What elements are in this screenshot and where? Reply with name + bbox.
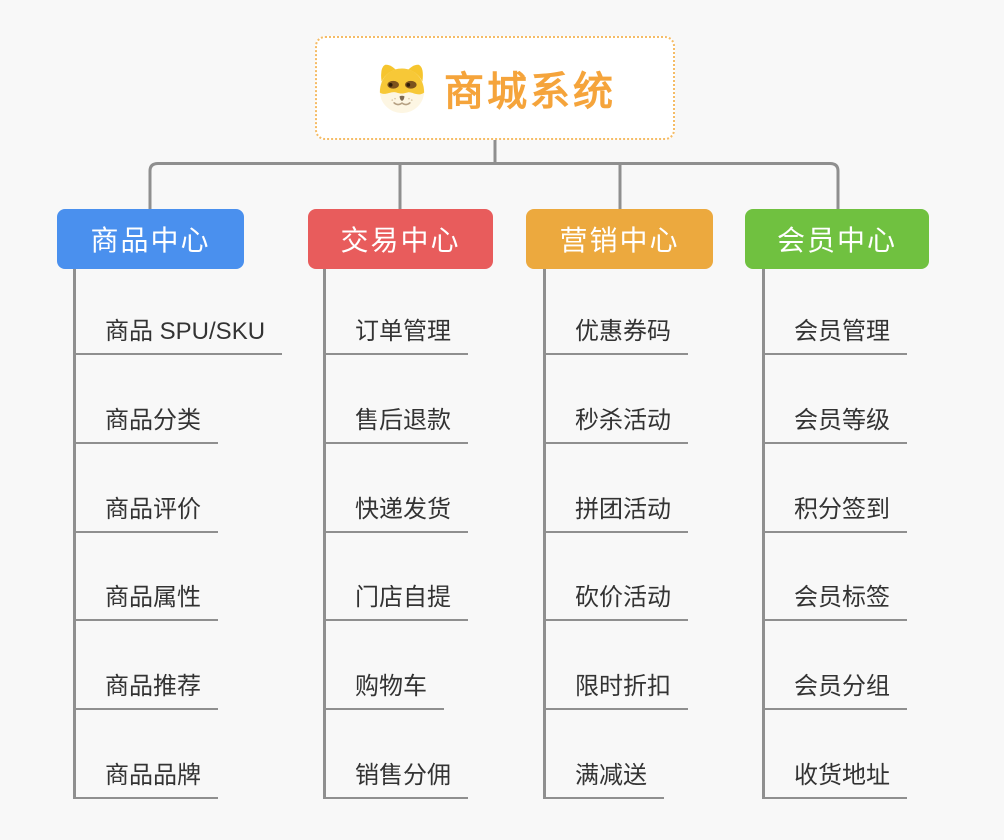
leaf-node[interactable]: 会员标签 xyxy=(762,579,907,621)
leaf-node[interactable]: 会员分组 xyxy=(762,668,907,710)
leaf-node[interactable]: 销售分佣 xyxy=(323,757,468,799)
branch-node-trade-center[interactable]: 交易中心 xyxy=(308,209,493,269)
leaf-node[interactable]: 拼团活动 xyxy=(543,491,688,533)
leaf-node[interactable]: 快递发货 xyxy=(323,491,468,533)
leaf-node[interactable]: 订单管理 xyxy=(323,313,468,355)
connector-trunk xyxy=(323,269,326,799)
leaf-node[interactable]: 购物车 xyxy=(323,668,444,710)
leaf-node[interactable]: 满减送 xyxy=(543,757,664,799)
connector-trunk xyxy=(762,269,765,799)
leaf-node[interactable]: 优惠券码 xyxy=(543,313,688,355)
connector-trunk xyxy=(543,269,546,799)
root-node-label: 商城系统 xyxy=(444,70,616,114)
root-node[interactable]: 商城系统 xyxy=(315,36,675,140)
leaf-node[interactable]: 门店自提 xyxy=(323,579,468,621)
leaf-node[interactable]: 会员管理 xyxy=(762,313,907,355)
leaf-node[interactable]: 限时折扣 xyxy=(543,668,688,710)
leaf-node[interactable]: 商品 SPU/SKU xyxy=(73,313,283,355)
branch-node-product-center[interactable]: 商品中心 xyxy=(57,209,244,269)
connector-trunk xyxy=(73,269,76,799)
leaf-node[interactable]: 积分签到 xyxy=(762,491,907,533)
leaf-node[interactable]: 秒杀活动 xyxy=(543,402,688,444)
branch-bus-line xyxy=(148,162,840,209)
leaf-node[interactable]: 砍价活动 xyxy=(543,579,688,621)
leaf-node[interactable]: 商品分类 xyxy=(73,402,218,444)
leaf-node[interactable]: 商品评价 xyxy=(73,491,218,533)
leaf-node[interactable]: 收货地址 xyxy=(762,757,907,799)
branch-node-marketing-center[interactable]: 营销中心 xyxy=(526,209,713,269)
branch-node-member-center[interactable]: 会员中心 xyxy=(745,209,929,269)
leaf-node[interactable]: 会员等级 xyxy=(762,402,907,444)
leaf-node[interactable]: 售后退款 xyxy=(323,402,468,444)
leaf-node[interactable]: 商品推荐 xyxy=(73,668,218,710)
leaf-node[interactable]: 商品属性 xyxy=(73,579,218,621)
leaf-node[interactable]: 商品品牌 xyxy=(73,757,218,799)
dog-face-icon xyxy=(379,64,425,114)
